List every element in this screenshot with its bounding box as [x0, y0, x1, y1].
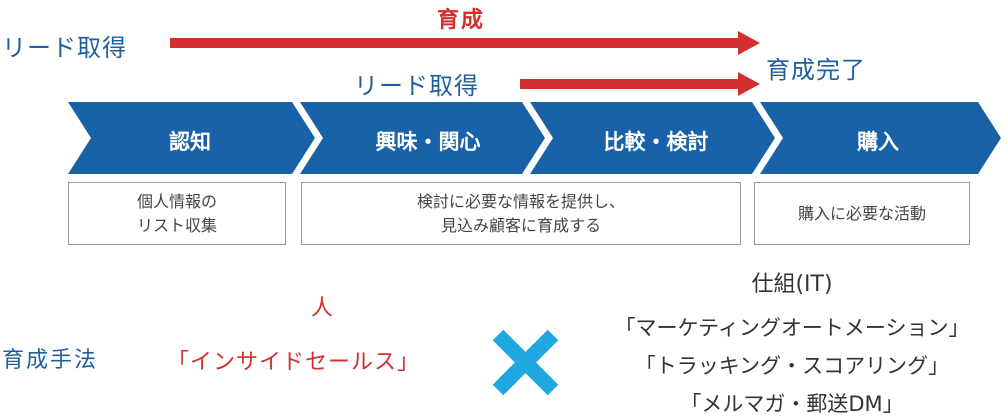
- stage-chevron-purchase: [760, 102, 1001, 174]
- description-text-interest-comparison: 検討に必要な情報を提供し、 見込み顧客に育成する: [416, 191, 625, 235]
- lead-acquisition-mid-label: リード取得: [354, 72, 479, 100]
- system-label: 仕組(IT): [751, 272, 833, 297]
- nurture-methods-title: 育成手法: [2, 348, 99, 373]
- people-label: 人: [310, 296, 334, 321]
- stage-chevron-awareness: [68, 102, 315, 174]
- description-box-awareness: 個人情報の リスト収集: [68, 182, 286, 245]
- system-item-tracking-scoring: 「トラッキング・スコアリング」: [634, 354, 950, 378]
- lead-acquisition-label: リード取得: [2, 34, 127, 62]
- nurture-arrow-long: [170, 31, 760, 55]
- nurture-arrow-short: [520, 72, 760, 96]
- description-box-purchase: 購入に必要な活動: [754, 182, 970, 245]
- cross-icon: [492, 329, 559, 396]
- description-text-purchase: 購入に必要な活動: [797, 203, 926, 223]
- nurture-label: 育成: [437, 8, 486, 33]
- stage-label-comparison: 比較・検討: [603, 130, 709, 154]
- stage-label-awareness: 認知: [169, 130, 211, 154]
- system-item-marketing-automation: 「マーケティングオートメーション」: [614, 316, 970, 340]
- nurture-complete-label: 育成完了: [766, 56, 866, 84]
- people-method-inside-sales: 「インサイドセールス」: [167, 350, 421, 375]
- stage-chevron-interest: [300, 102, 545, 174]
- description-text-awareness: 個人情報の リスト収集: [136, 191, 217, 235]
- stage-label-purchase: 購入: [857, 130, 899, 154]
- description-box-interest-comparison: 検討に必要な情報を提供し、 見込み顧客に育成する: [301, 182, 741, 245]
- stage-label-interest: 興味・関心: [375, 130, 481, 154]
- system-item-newsletter-dm: 「メルマガ・郵送DM」: [680, 392, 904, 416]
- stage-chevron-comparison: [530, 102, 775, 174]
